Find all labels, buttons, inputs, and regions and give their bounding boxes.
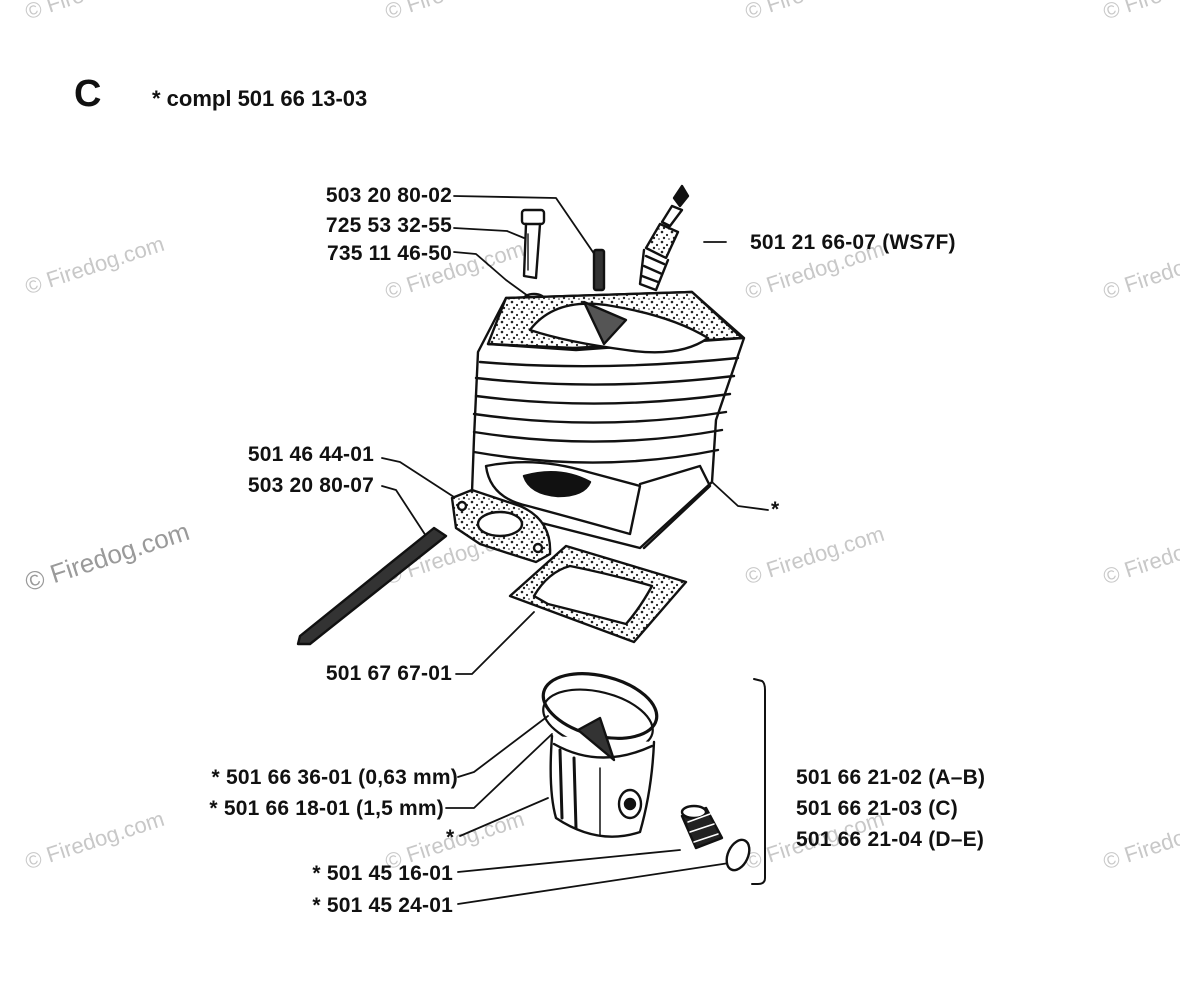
part-label-ring-15: * 501 66 18-01 (1,5 mm) [209,797,444,820]
cylinder [470,290,746,550]
part-label-piston-star: * [446,826,455,849]
part-label-503208002: 503 20 80-02 [325,184,452,207]
part-label-735114650: 735 11 46-50 [326,242,452,265]
complete-kit-label: * compl 501 66 13-03 [152,86,368,111]
part-label-503208007: 503 20 80-07 [247,474,374,497]
part-label-set-ab: 501 66 21-02 (A–B) [796,766,986,789]
section-letter: C [74,73,102,115]
part-label-501451601: * 501 45 16-01 [312,862,453,885]
part-label-ring-063: * 501 66 36-01 (0,63 mm) [211,766,458,789]
part-label-501676701: 501 67 67-01 [325,662,452,685]
spark-plug [638,184,690,292]
piston [549,716,656,838]
leader-lines [381,195,769,905]
long-stud [296,526,448,646]
set-bracket [751,678,766,885]
part-label-set-c: 501 66 21-03 (C) [796,797,958,820]
exhaust-gasket [450,488,552,564]
part-label-501464401: 501 46 44-01 [247,443,374,466]
circlip [725,838,751,872]
needle-bearing [680,804,724,850]
part-label-cylinder-star: * [771,498,780,521]
part-label-501452401: * 501 45 24-01 [312,894,453,917]
part-label-set-de: 501 66 21-04 (D–E) [796,828,985,851]
bolt [520,208,546,280]
stud [592,248,606,292]
part-label-725533255: 725 53 32-55 [325,214,452,237]
part-label-spark-plug: 501 21 66-07 (WS7F) [750,231,956,254]
base-gasket [508,544,688,644]
